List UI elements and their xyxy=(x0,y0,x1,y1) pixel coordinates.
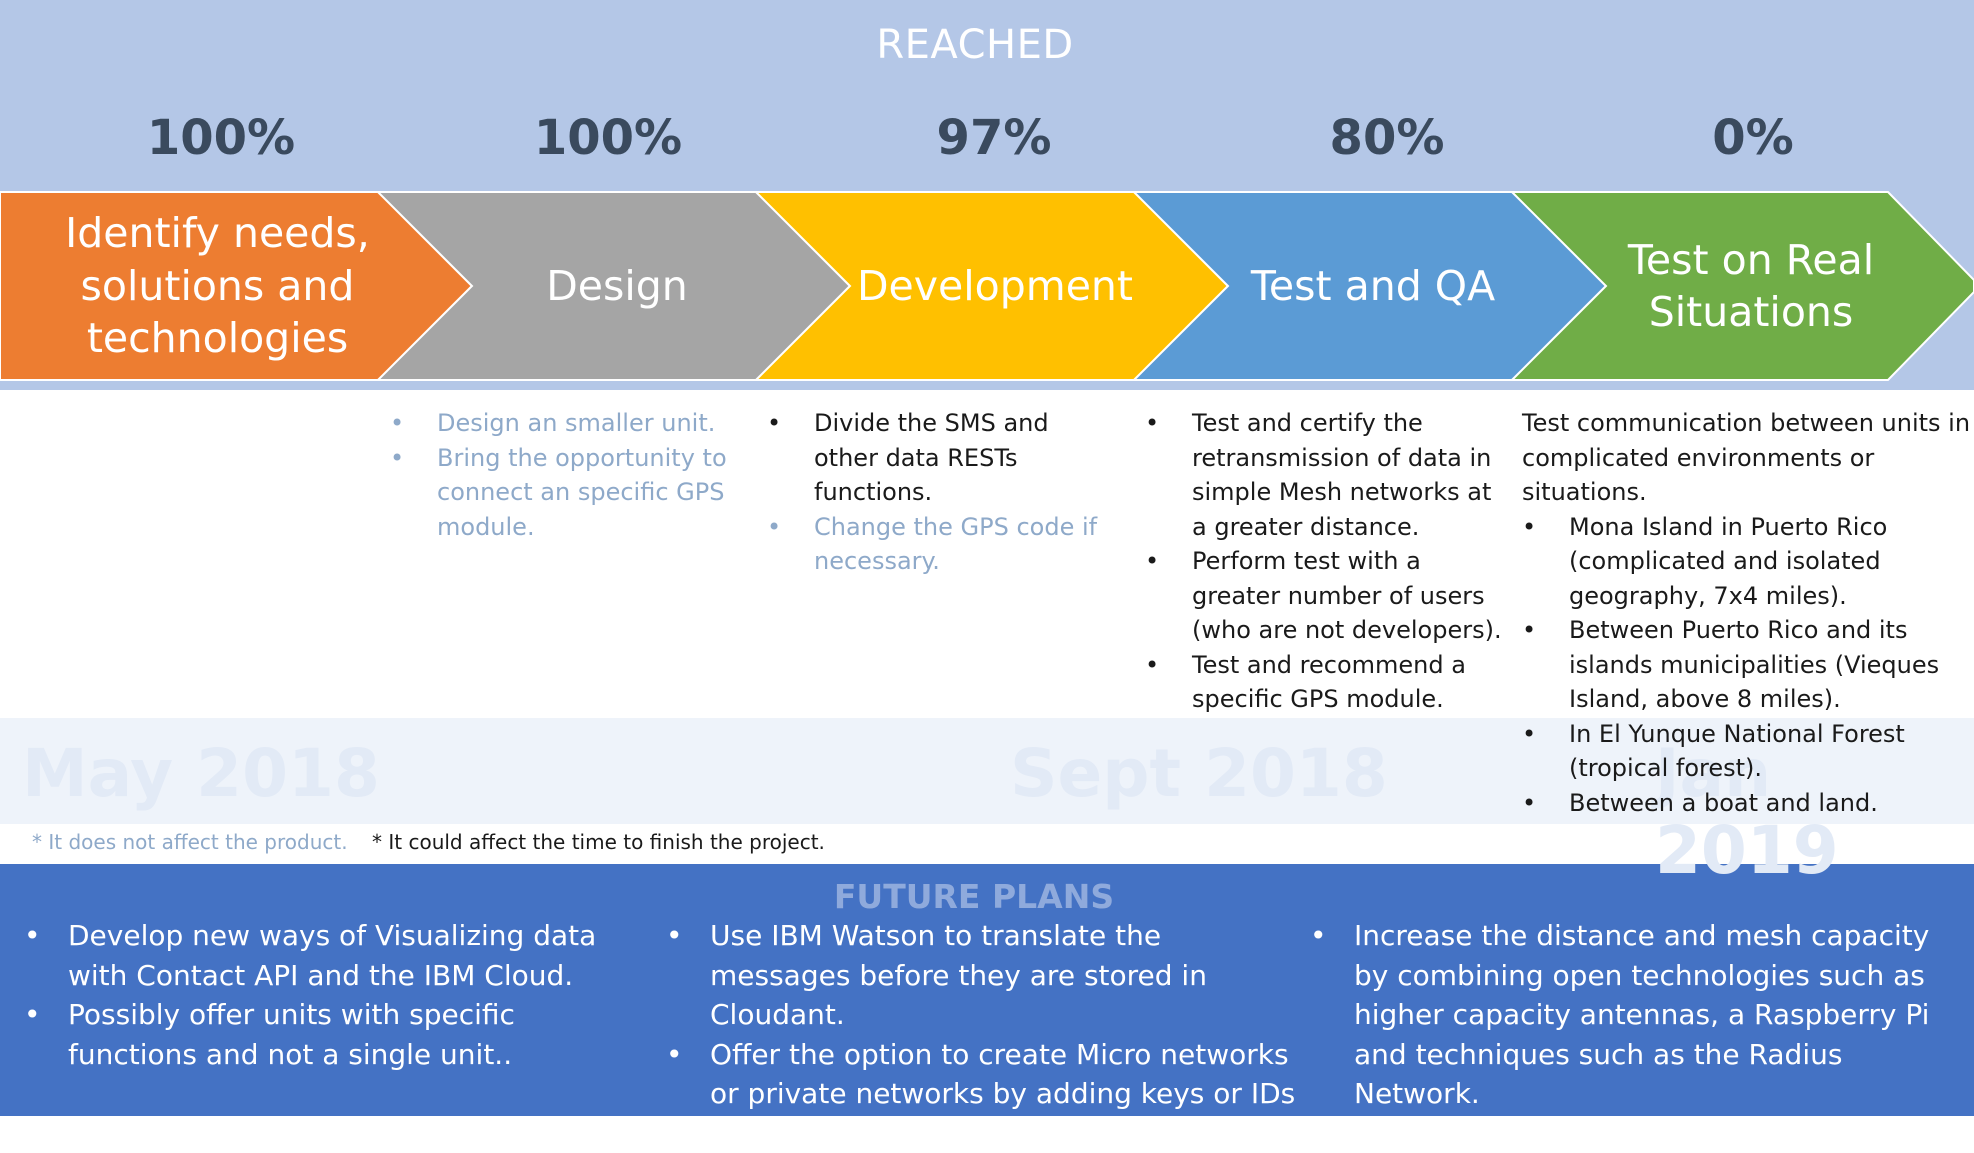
future-plans-col-1: Develop new ways of Visualizing data wit… xyxy=(24,916,644,1074)
stage-label-test-qa: Test and QA xyxy=(1228,192,1518,380)
timeline-sept-2018: Sept 2018 xyxy=(1010,735,1388,812)
future-plans-col-3: Increase the distance and mesh capacity … xyxy=(1310,916,1960,1114)
future-plan-item: Offer the option to create Micro network… xyxy=(666,1035,1296,1153)
timeline-may-2018: May 2018 xyxy=(22,735,380,812)
real-situations-item: Between Puerto Rico and its islands muni… xyxy=(1522,613,1942,717)
real-situations-item: Mona Island in Puerto Rico (complicated … xyxy=(1522,510,1942,614)
real-situations-intro: Test communication between units in comp… xyxy=(1522,406,1972,510)
future-plans-col-2: Use IBM Watson to translate the messages… xyxy=(666,916,1296,1153)
test-qa-details: Test and certify the retransmission of d… xyxy=(1145,406,1505,717)
test-qa-detail-item: Test and certify the retransmission of d… xyxy=(1145,406,1505,544)
real-situations-item: Between a boat and land. xyxy=(1522,786,1942,821)
future-plan-item: Develop new ways of Visualizing data wit… xyxy=(24,916,644,995)
stage-label-real-situations: Test on Real Situations xyxy=(1606,192,1896,380)
development-detail-item: Divide the SMS and other data RESTs func… xyxy=(767,406,1117,510)
note-no-effect: * It does not affect the product. xyxy=(32,830,348,854)
real-situations-details: Test communication between units in comp… xyxy=(1522,406,1972,820)
design-details: Design an smaller unit. Bring the opport… xyxy=(390,406,740,544)
stage-label-design: Design xyxy=(472,192,762,380)
note-may-effect: * It could affect the time to finish the… xyxy=(372,830,825,854)
design-detail-item: Bring the opportunity to connect an spec… xyxy=(390,441,740,545)
stage-label-development: Development xyxy=(850,192,1140,380)
future-plan-item: Increase the distance and mesh capacity … xyxy=(1310,916,1960,1114)
design-detail-item: Design an smaller unit. xyxy=(390,406,740,441)
real-situations-item: In El Yunque National Forest (tropical f… xyxy=(1522,717,1942,786)
future-plan-item: Possibly offer units with specific funct… xyxy=(24,995,644,1074)
test-qa-detail-item: Perform test with a greater number of us… xyxy=(1145,544,1505,648)
future-plan-item: Use IBM Watson to translate the messages… xyxy=(666,916,1296,1035)
stage-label-identify: Identify needs, solutions and technologi… xyxy=(30,192,405,380)
development-details: Divide the SMS and other data RESTs func… xyxy=(767,406,1117,579)
test-qa-detail-item: Test and recommend a specific GPS module… xyxy=(1145,648,1505,717)
development-detail-item: Change the GPS code if necessary. xyxy=(767,510,1117,579)
future-plans-title: FUTURE PLANS xyxy=(0,877,1948,916)
